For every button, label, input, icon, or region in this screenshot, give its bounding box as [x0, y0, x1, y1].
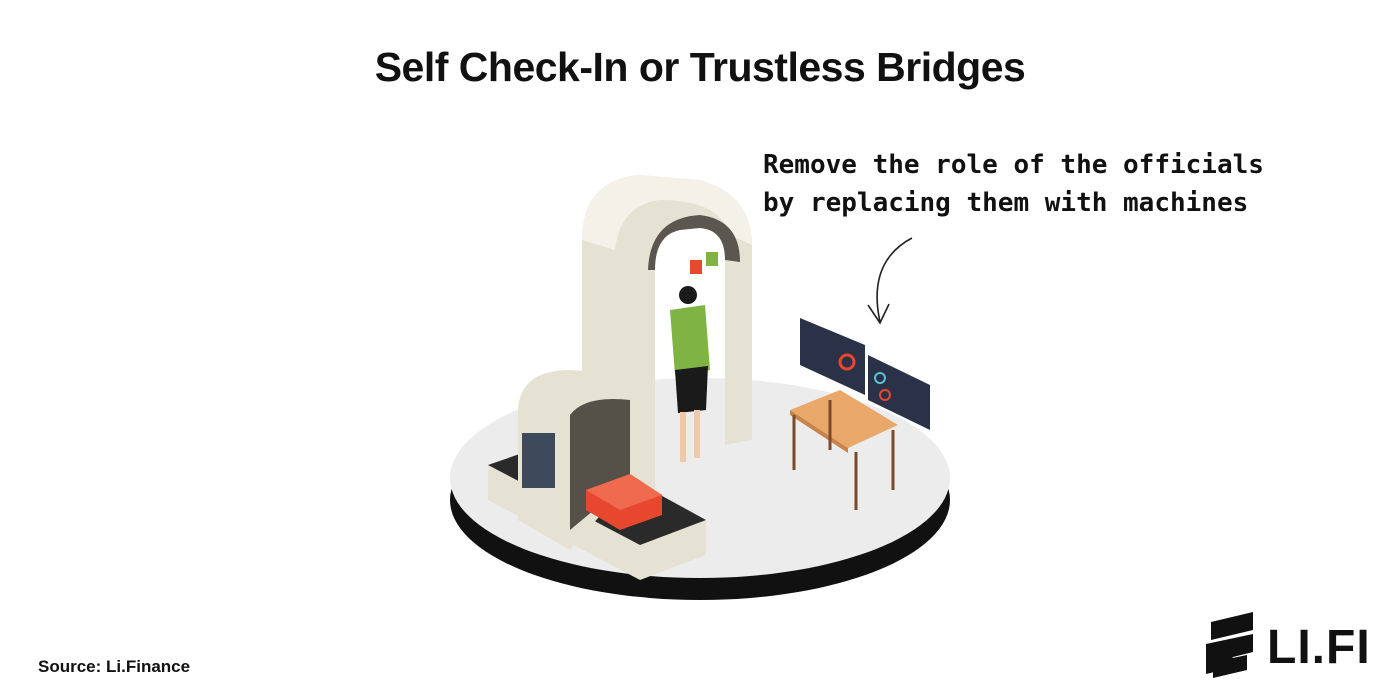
logo-text: LI.FI	[1267, 621, 1371, 674]
source-caption: Source: Li.Finance	[38, 657, 191, 676]
annotation-text: Remove the role of the officials by repl…	[763, 146, 1264, 222]
green-light-icon	[706, 252, 718, 266]
lifi-logo: LI.FI	[1203, 610, 1393, 685]
red-light-icon	[690, 260, 702, 274]
annotation-line-1: Remove the role of the officials	[763, 150, 1264, 180]
lifi-logo-icon	[1206, 612, 1253, 678]
suitcase	[586, 474, 662, 530]
monitor-screens	[800, 318, 930, 430]
page-title: Self Check-In or Trustless Bridges	[374, 44, 1026, 90]
curved-arrow-icon	[867, 237, 913, 325]
traveler-figure	[670, 286, 710, 462]
table	[790, 390, 898, 510]
annotation-line-2: by replacing them with machines	[763, 188, 1249, 218]
